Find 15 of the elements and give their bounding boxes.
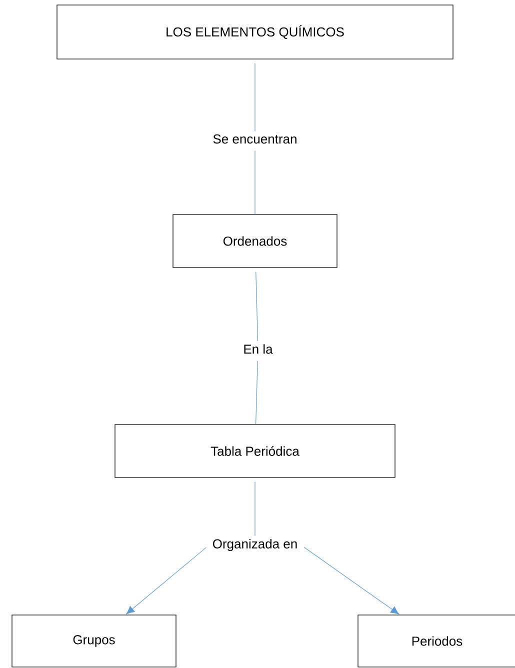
connector-line (254, 150, 256, 214)
arrow (304, 547, 400, 614)
concept-box: Ordenados (172, 214, 338, 268)
linking-phrase: Se encuentran (213, 134, 296, 144)
arrow (126, 547, 206, 614)
linking-phrase: Organizada en (212, 538, 297, 552)
connector-line (256, 272, 258, 342)
concept-box: Periodos (358, 614, 515, 668)
concept-box: Tabla Periódica (114, 424, 396, 478)
connector-line (256, 360, 258, 424)
connector-line (254, 482, 256, 536)
concept-box: Grupos (12, 614, 176, 668)
connector-line (254, 63, 256, 132)
concept-box: LOS ELEMENTOS QUÍMICOS (56, 4, 454, 60)
linking-phrase: En la (244, 344, 273, 354)
